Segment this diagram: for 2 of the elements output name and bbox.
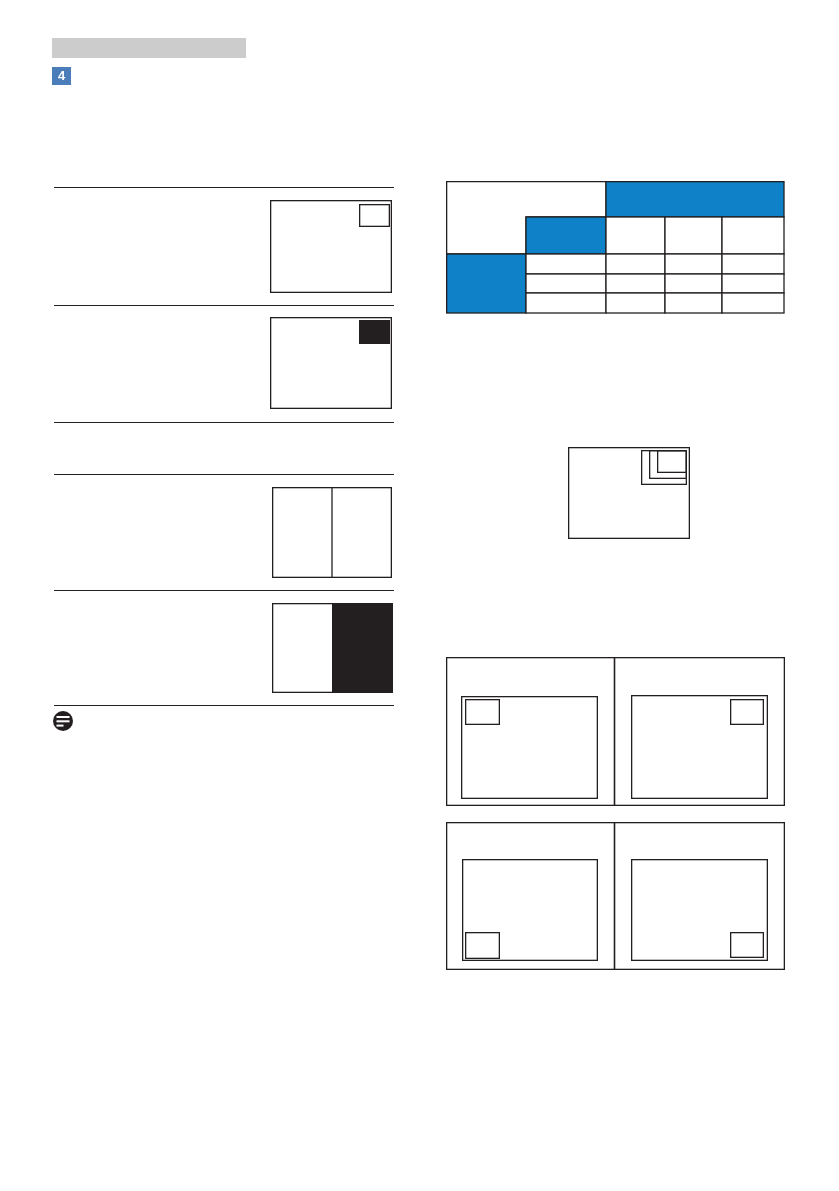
heading-bar	[52, 38, 246, 58]
step-number: 4	[52, 67, 71, 85]
